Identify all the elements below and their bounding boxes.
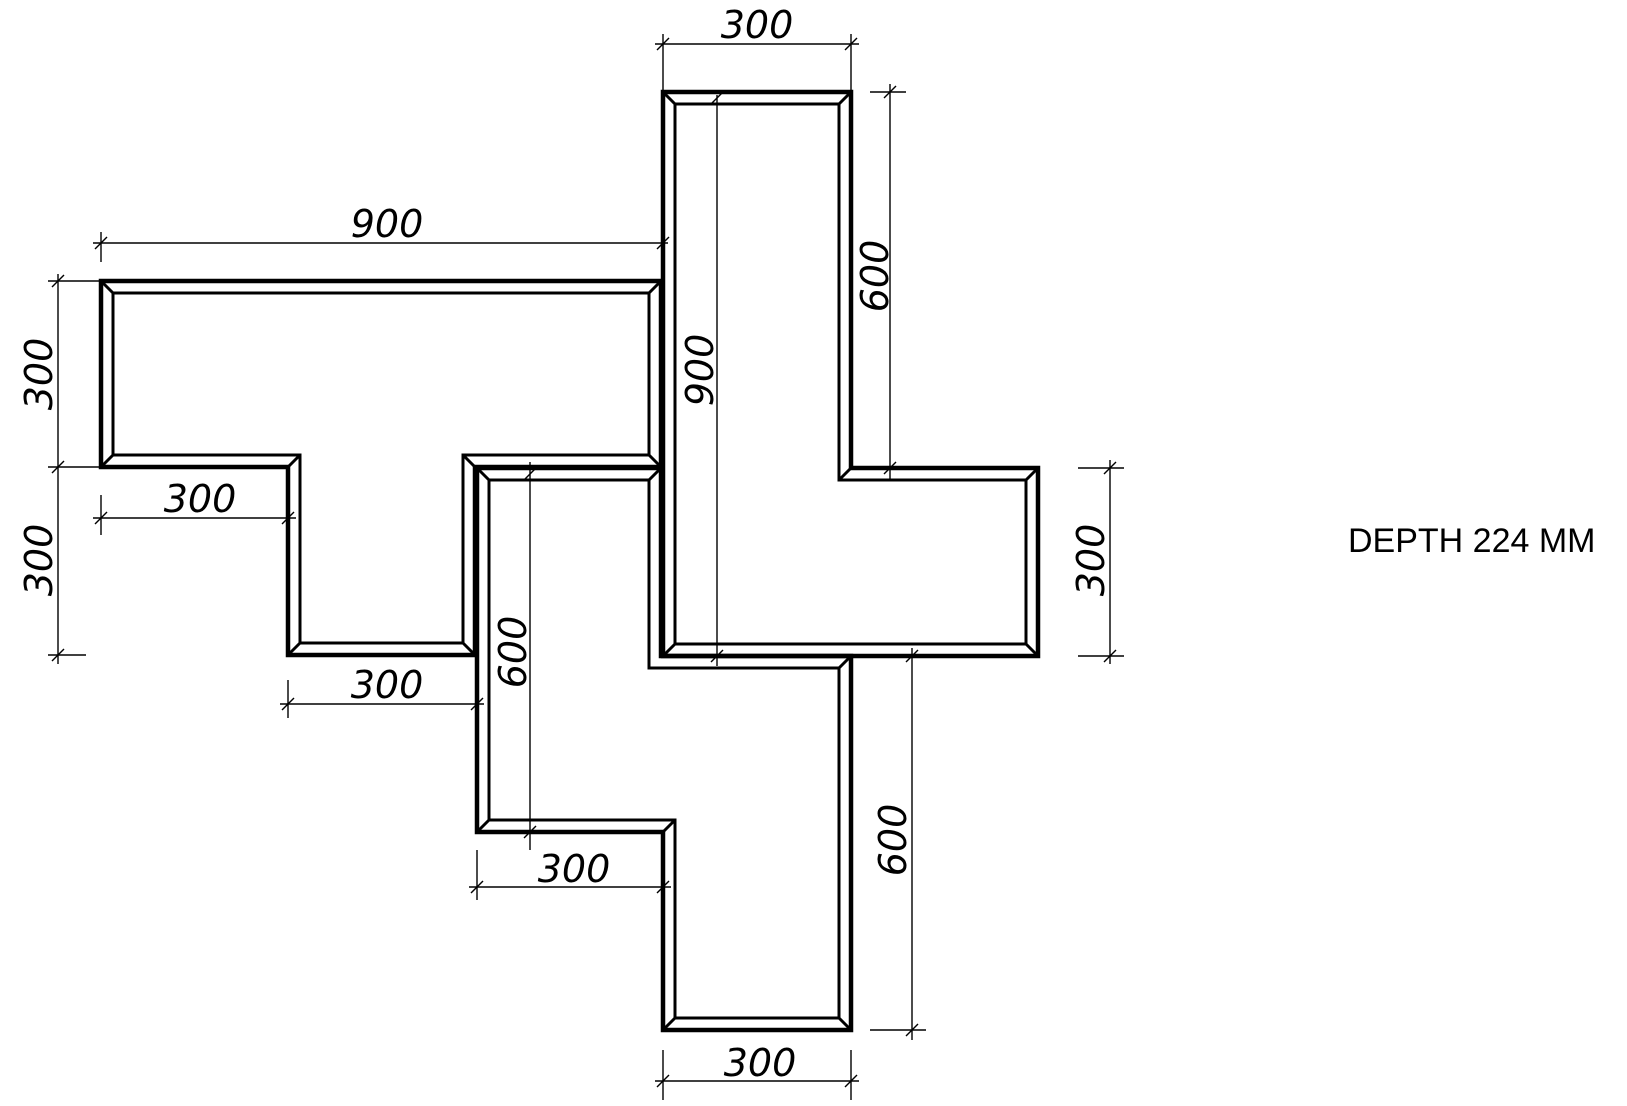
- dimension-label: 600: [491, 616, 535, 689]
- dimension-label: 300: [1069, 524, 1113, 597]
- dimension-bottom-width: 300: [655, 1041, 859, 1100]
- dimension-label: 300: [721, 3, 794, 47]
- dimension-center-height: 900: [678, 91, 724, 666]
- dimension-middle-height: 600: [491, 462, 537, 850]
- dimension-middle-step-width: 300: [469, 847, 671, 900]
- dimension-label: 900: [351, 202, 424, 246]
- dimension-right-upper-height: 600: [853, 84, 906, 480]
- dimension-label: 600: [871, 804, 915, 877]
- dimension-label: 600: [853, 240, 897, 313]
- dimension-left-bottom-width: 300: [280, 663, 484, 718]
- dimension-label: 300: [538, 847, 611, 891]
- depth-note: DEPTH 224 MM: [1348, 522, 1596, 560]
- dimension-top-width: 300: [655, 3, 859, 100]
- dimension-right-side-height: 300: [1069, 460, 1124, 664]
- dimension-upper-left-width: 900: [93, 202, 670, 262]
- dimension-label: 300: [164, 477, 237, 521]
- dimension-label: 300: [351, 663, 424, 707]
- dimension-right-lower-height: 600: [870, 648, 926, 1040]
- shelf-module-s-lower: [474, 465, 854, 1033]
- dimension-label: 300: [17, 338, 61, 411]
- dimension-label: 300: [17, 524, 61, 597]
- dimension-label: 900: [678, 334, 722, 407]
- dimension-left-step-width: 300: [93, 477, 296, 535]
- dimension-label: 300: [724, 1041, 797, 1085]
- dimension-left-heights: 300 300: [17, 274, 110, 664]
